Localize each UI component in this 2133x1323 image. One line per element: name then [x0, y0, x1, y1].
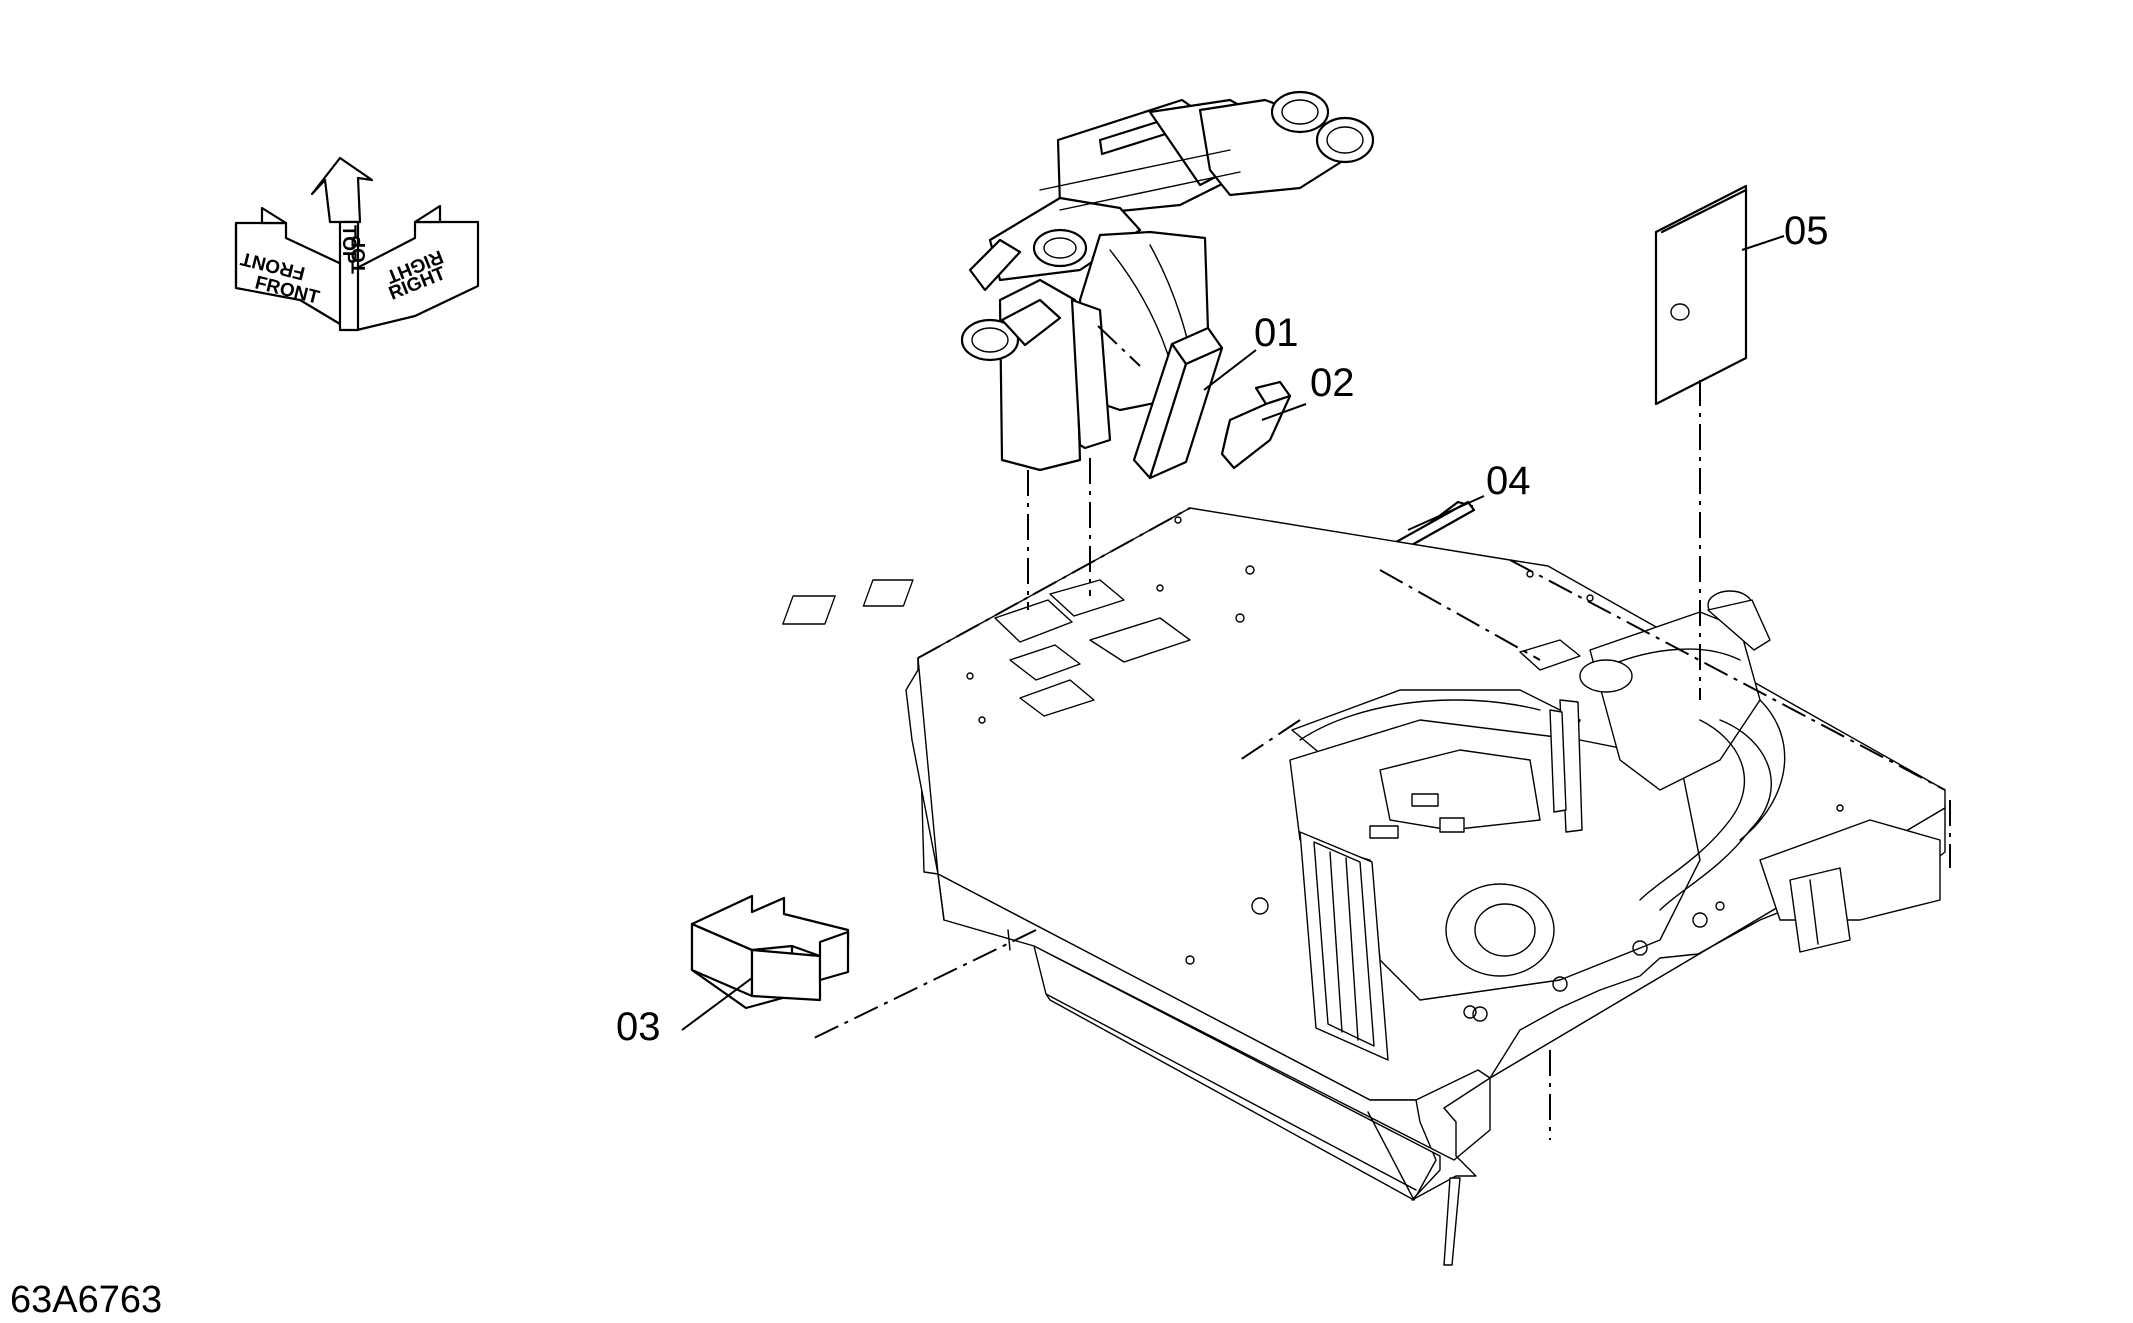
- cover-panel-05: [1654, 184, 1748, 406]
- assembly-centerlines: [809, 325, 1951, 1140]
- foam-block-03: [690, 894, 850, 1010]
- foam-pad-02: [1220, 380, 1292, 470]
- orientation-arrow-icon: [234, 156, 480, 332]
- callout-leaders: [681, 235, 1785, 1031]
- drawing-number: 63A6763: [10, 1279, 162, 1321]
- callout-01: 01: [1254, 311, 1299, 355]
- callout-04: 04: [1486, 459, 1531, 503]
- callout-05: 05: [1784, 209, 1829, 253]
- air-duct-assembly: [960, 90, 1375, 472]
- foam-pad-01: [1132, 326, 1224, 480]
- heater-blower-unit: [1289, 590, 1941, 1061]
- orientation-top-mirrored-label: TOP: [349, 235, 370, 274]
- orientation-top-label: TOP: [338, 225, 359, 264]
- callout-03: 03: [616, 1005, 661, 1049]
- callout-02: 02: [1310, 361, 1355, 405]
